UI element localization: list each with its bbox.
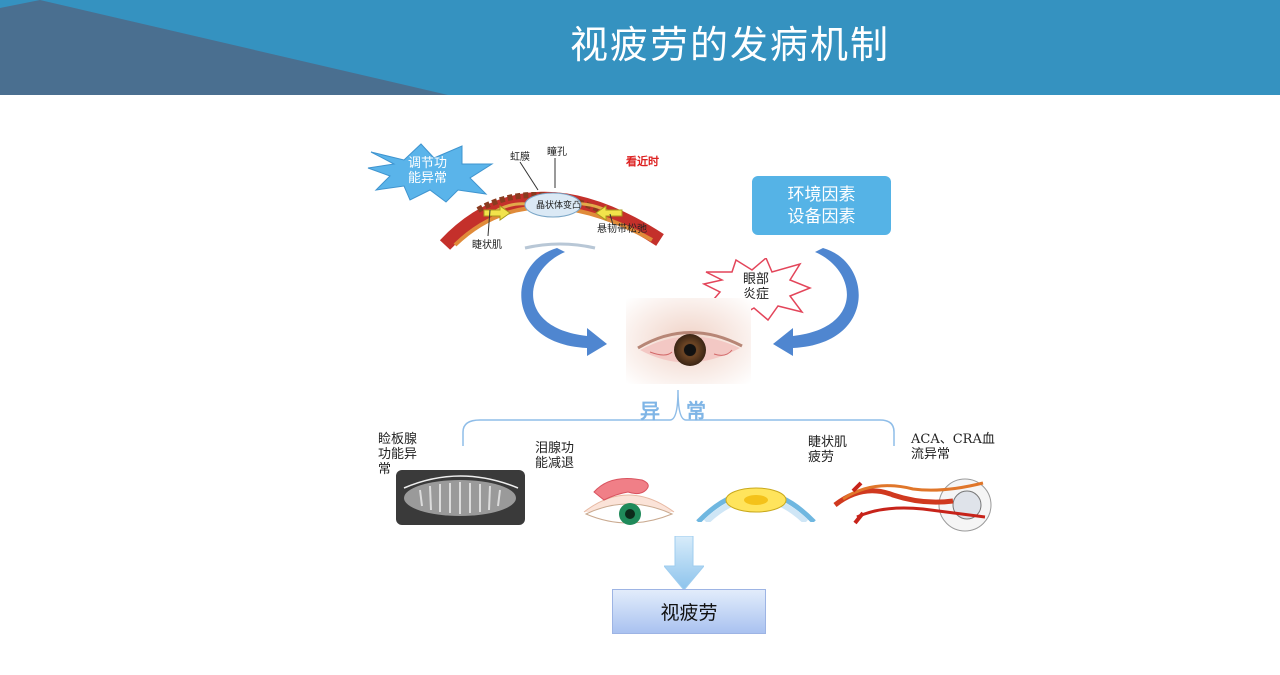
lacrimal-label: 泪腺功能减退 bbox=[535, 441, 575, 471]
header-bar: 视疲劳的发病机制 bbox=[0, 0, 1280, 95]
label-lens: 晶状体变凸 bbox=[536, 201, 582, 211]
ciliary-muscle-illustration bbox=[694, 468, 818, 522]
meibomian-gland-photo bbox=[396, 470, 525, 525]
lacrimal-gland-illustration bbox=[583, 478, 675, 525]
red-eye-photo bbox=[626, 298, 751, 384]
ciliary-fatigue-label: 睫状肌疲劳 bbox=[808, 435, 848, 465]
label-iris: 虹膜 bbox=[510, 152, 530, 163]
label-zonule: 悬韧带松弛 bbox=[597, 224, 647, 235]
right-curved-arrow bbox=[773, 248, 859, 356]
abnormal-label-right: 常 bbox=[686, 399, 707, 423]
label-pupil: 瞳孔 bbox=[547, 147, 567, 158]
inflammation-burst bbox=[702, 258, 812, 322]
inflammation-line1: 眼部 bbox=[742, 272, 769, 287]
visual-fatigue-box: 视疲劳 bbox=[612, 589, 766, 634]
header-wedge bbox=[0, 0, 448, 95]
down-arrow bbox=[664, 536, 704, 590]
blood-flow-label: ACA、CRA血流异常 bbox=[911, 432, 995, 462]
meibomian-label: 睑板腺功能异常 bbox=[378, 432, 418, 477]
page-title: 视疲劳的发病机制 bbox=[569, 23, 890, 67]
label-ciliary: 睫状肌 bbox=[472, 240, 502, 251]
environment-line2: 设备因素 bbox=[787, 206, 856, 227]
abnormal-bracket bbox=[462, 390, 895, 446]
abnormal-label-left: 异 bbox=[640, 399, 661, 423]
visual-fatigue-label: 视疲劳 bbox=[660, 602, 718, 624]
left-curved-arrow bbox=[521, 248, 607, 356]
blood-flow-illustration bbox=[833, 465, 1011, 533]
accommodation-burst-label: 调节功能异常 bbox=[408, 156, 448, 186]
accommodation-diagram bbox=[439, 158, 664, 250]
environment-factors-box: 环境因素 设备因素 bbox=[752, 176, 891, 235]
accommodation-burst bbox=[367, 143, 494, 203]
environment-line1: 环境因素 bbox=[787, 184, 856, 205]
label-near: 看近时 bbox=[626, 155, 659, 168]
